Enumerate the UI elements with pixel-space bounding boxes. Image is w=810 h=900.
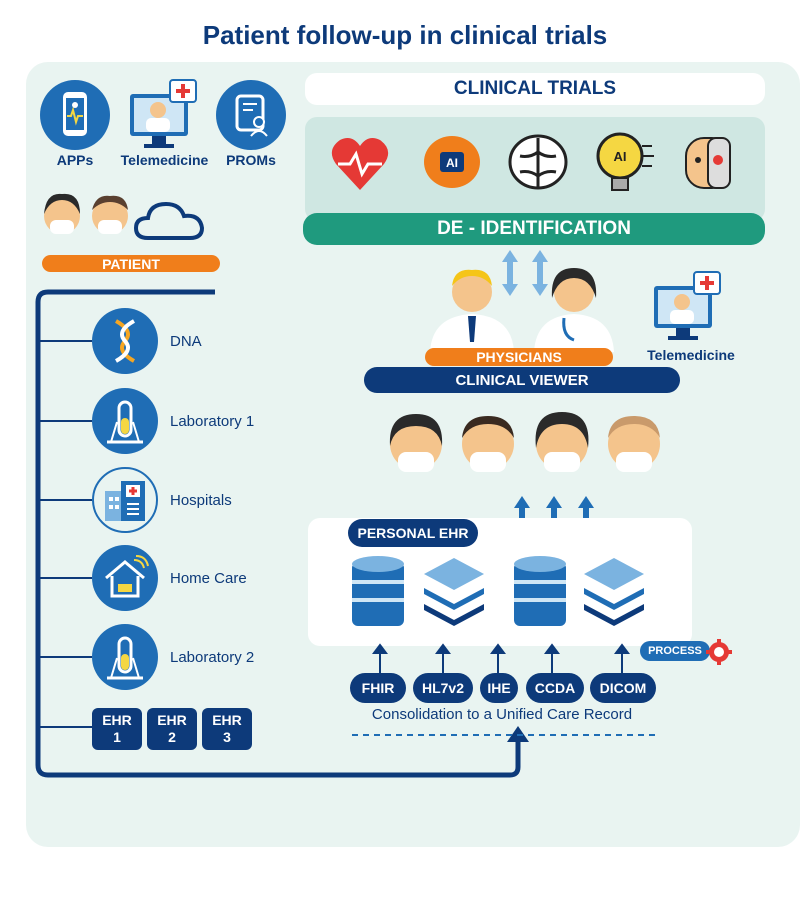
telemedicine-monitor-icon [652, 270, 724, 342]
page-title: Patient follow-up in clinical trials [202, 20, 608, 50]
consolidation-caption: Consolidation to a Unified Care Record [371, 706, 633, 723]
heart-rate-icon [331, 138, 389, 190]
standard-dicom: DICOM [590, 673, 656, 703]
clinical-trials-header: CLINICAL TRIALS [305, 73, 765, 105]
gear-refresh-icon [706, 639, 732, 665]
standard-fhir: FHIR [350, 673, 406, 703]
personal-ehr-label: PERSONAL EHR [348, 519, 478, 547]
ai-lightbulb-icon: AI [596, 132, 654, 191]
apps-label: APPs [56, 152, 94, 168]
patients-avatar-group [44, 193, 205, 240]
document-user-icon [216, 80, 286, 150]
circuit-brain-icon [508, 134, 568, 190]
standards-arrows [372, 643, 630, 675]
proms-label: PROMs [226, 152, 276, 168]
telemedicine-monitor-icon [128, 78, 198, 148]
cloud-icon [133, 201, 205, 240]
patient-face-icon [44, 193, 80, 234]
patient-face-icon [535, 412, 589, 472]
source-label-laboratory-1: Laboratory 1 [170, 413, 255, 430]
database-icon [514, 556, 566, 626]
standard-ccda: CCDA [526, 673, 584, 703]
source-label-laboratory-2: Laboratory 2 [170, 649, 255, 666]
test-tube-icon [92, 624, 158, 690]
layers-stack-icon [584, 558, 644, 626]
standard-hl7v2: HL7v2 [413, 673, 473, 703]
standard-ihe: IHE [480, 673, 518, 703]
trial-icons-row: AI AI [331, 132, 731, 191]
source-label-dna: DNA [170, 333, 202, 350]
patient-face-icon [462, 416, 514, 472]
patient-face-icon [608, 416, 660, 472]
hospital-icon [92, 467, 158, 533]
process-label: PROCESS [640, 641, 710, 661]
patient-label: PATIENT [42, 255, 220, 272]
ai-brain-icon: AI [424, 136, 480, 188]
physician-female-icon [534, 268, 614, 352]
source-label-hospitals: Hospitals [170, 492, 232, 509]
deidentification-bar: DE - IDENTIFICATION [303, 213, 765, 245]
layers-stack-icon [424, 558, 484, 626]
robot-head-icon [685, 137, 731, 189]
telemedicine-label-right: Telemedicine [647, 347, 735, 363]
test-tube-icon [92, 388, 158, 454]
clinical-viewer-bar: CLINICAL VIEWER [364, 367, 680, 393]
svg-text:AI: AI [446, 156, 458, 170]
telemedicine-label: Telemedicine [120, 152, 209, 168]
bidirectional-arrows-icon [502, 250, 548, 296]
dna-icon [92, 308, 158, 374]
patients-row [389, 412, 660, 472]
physicians-label: PHYSICIANS [425, 348, 613, 366]
database-icon [352, 556, 404, 626]
svg-text:AI: AI [614, 149, 627, 164]
home-care-icon [92, 545, 158, 611]
physician-male-icon [430, 269, 514, 352]
source-label-home-care: Home Care [170, 570, 247, 587]
storage-icons-row [352, 556, 644, 626]
patient-face-icon [389, 414, 443, 472]
physicians-illustration [430, 268, 614, 352]
patient-face-icon [92, 195, 128, 234]
smartphone-heart-icon [40, 80, 110, 150]
